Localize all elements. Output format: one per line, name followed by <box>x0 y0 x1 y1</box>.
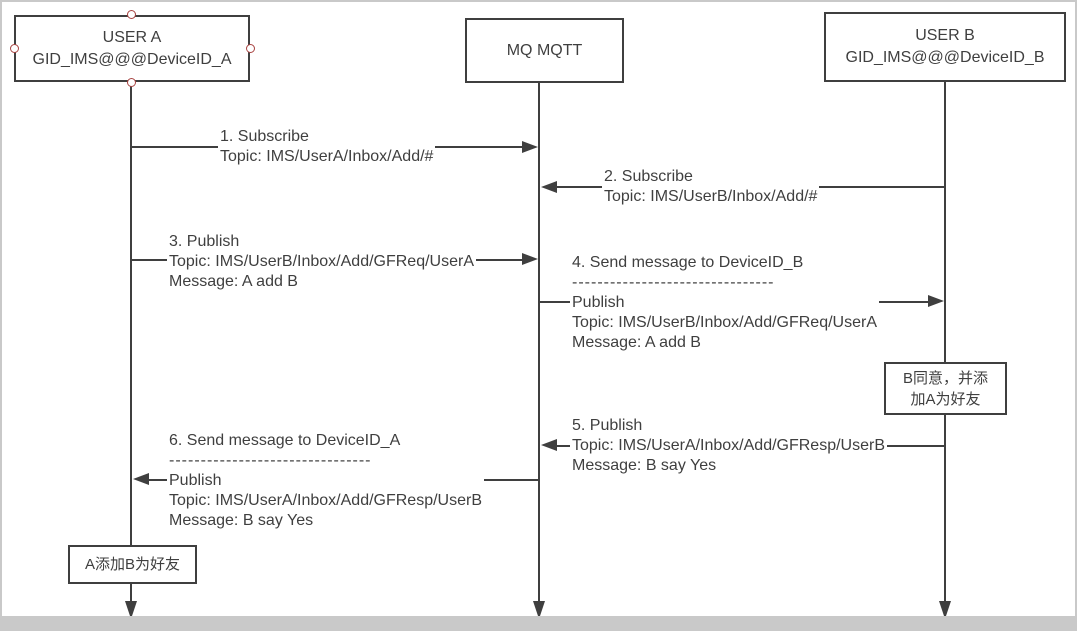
selection-handle-right[interactable] <box>246 44 255 53</box>
lifeline-end-arrow-user-b <box>939 601 951 619</box>
message-2-arrowhead <box>541 181 557 193</box>
message-3-label[interactable]: 3. Publish Topic: IMS/UserB/Inbox/Add/GF… <box>167 232 476 292</box>
message-6-title: 6. Send message to DeviceID_A <box>169 432 401 449</box>
actor-user-b-id: GID_IMS@@@DeviceID_B <box>845 49 1045 66</box>
horizontal-scrollbar[interactable] <box>2 616 1075 629</box>
message-6-topic: Topic: IMS/UserA/Inbox/Add/GFResp/UserB <box>169 492 482 509</box>
actor-user-a-title: USER A <box>102 28 162 46</box>
message-3-body: Message: A add B <box>169 273 298 290</box>
note-box-user-b-accepts[interactable]: B同意，并添 加A为好友 <box>884 362 1007 415</box>
message-6-arrowhead <box>133 473 149 485</box>
message-1-arrowhead <box>522 141 538 153</box>
message-4-title: 4. Send message to DeviceID_B <box>572 254 804 271</box>
lifeline-user-a <box>130 82 132 602</box>
message-4-label[interactable]: 4. Send message to DeviceID_B ----------… <box>570 253 879 353</box>
lifeline-end-arrow-user-a <box>125 601 137 619</box>
message-2-label[interactable]: 2. Subscribe Topic: IMS/UserB/Inbox/Add/… <box>602 167 820 207</box>
message-6-separator: -------------------------------- <box>169 452 372 469</box>
message-5-arrowhead <box>541 439 557 451</box>
message-3-topic: Topic: IMS/UserB/Inbox/Add/GFReq/UserA <box>169 253 474 270</box>
message-2-title: 2. Subscribe <box>604 168 693 185</box>
message-6-body: Message: B say Yes <box>169 512 314 529</box>
lifeline-end-arrow-mq-mqtt <box>533 601 545 619</box>
lifeline-mq-mqtt <box>538 83 540 602</box>
message-4-body: Message: A add B <box>572 334 701 351</box>
message-3-arrowhead <box>522 253 538 265</box>
message-6-label[interactable]: 6. Send message to DeviceID_A ----------… <box>167 431 484 531</box>
message-5-title: 5. Publish <box>572 417 643 434</box>
message-5-topic: Topic: IMS/UserA/Inbox/Add/GFResp/UserB <box>572 437 885 454</box>
selection-handle-left[interactable] <box>10 44 19 53</box>
message-4-action: Publish <box>572 294 625 311</box>
message-1-topic: Topic: IMS/UserA/Inbox/Add/# <box>220 148 434 165</box>
lifeline-user-b <box>944 82 946 602</box>
message-2-topic: Topic: IMS/UserB/Inbox/Add/# <box>604 188 818 205</box>
note-user-b-line-2: 加A为好友 <box>910 390 981 408</box>
actor-box-user-a[interactable]: USER A GID_IMS@@@DeviceID_A <box>14 15 250 82</box>
message-1-title: 1. Subscribe <box>220 128 309 145</box>
message-1-label[interactable]: 1. Subscribe Topic: IMS/UserA/Inbox/Add/… <box>218 127 436 167</box>
message-4-separator: -------------------------------- <box>572 274 775 291</box>
selection-handle-bottom[interactable] <box>127 78 136 87</box>
message-4-arrowhead <box>928 295 944 307</box>
note-box-user-a-adds-friend[interactable]: A添加B为好友 <box>68 545 197 584</box>
message-4-topic: Topic: IMS/UserB/Inbox/Add/GFReq/UserA <box>572 314 877 331</box>
note-user-a-line-1: A添加B为好友 <box>84 555 180 573</box>
actor-box-mq-mqtt[interactable]: MQ MQTT <box>465 18 624 83</box>
actor-mq-mqtt-title: MQ MQTT <box>506 41 583 59</box>
message-3-title: 3. Publish <box>169 233 240 250</box>
actor-user-b-title: USER B <box>915 27 975 44</box>
message-5-body: Message: B say Yes <box>572 457 717 474</box>
message-6-action: Publish <box>169 472 222 489</box>
note-user-b-line-1: B同意，并添 <box>902 369 988 387</box>
selection-handle-top[interactable] <box>127 10 136 19</box>
actor-box-user-b[interactable]: USER B GID_IMS@@@DeviceID_B <box>824 12 1066 82</box>
actor-user-a-id: GID_IMS@@@DeviceID_A <box>32 50 232 68</box>
message-5-label[interactable]: 5. Publish Topic: IMS/UserA/Inbox/Add/GF… <box>570 416 887 476</box>
